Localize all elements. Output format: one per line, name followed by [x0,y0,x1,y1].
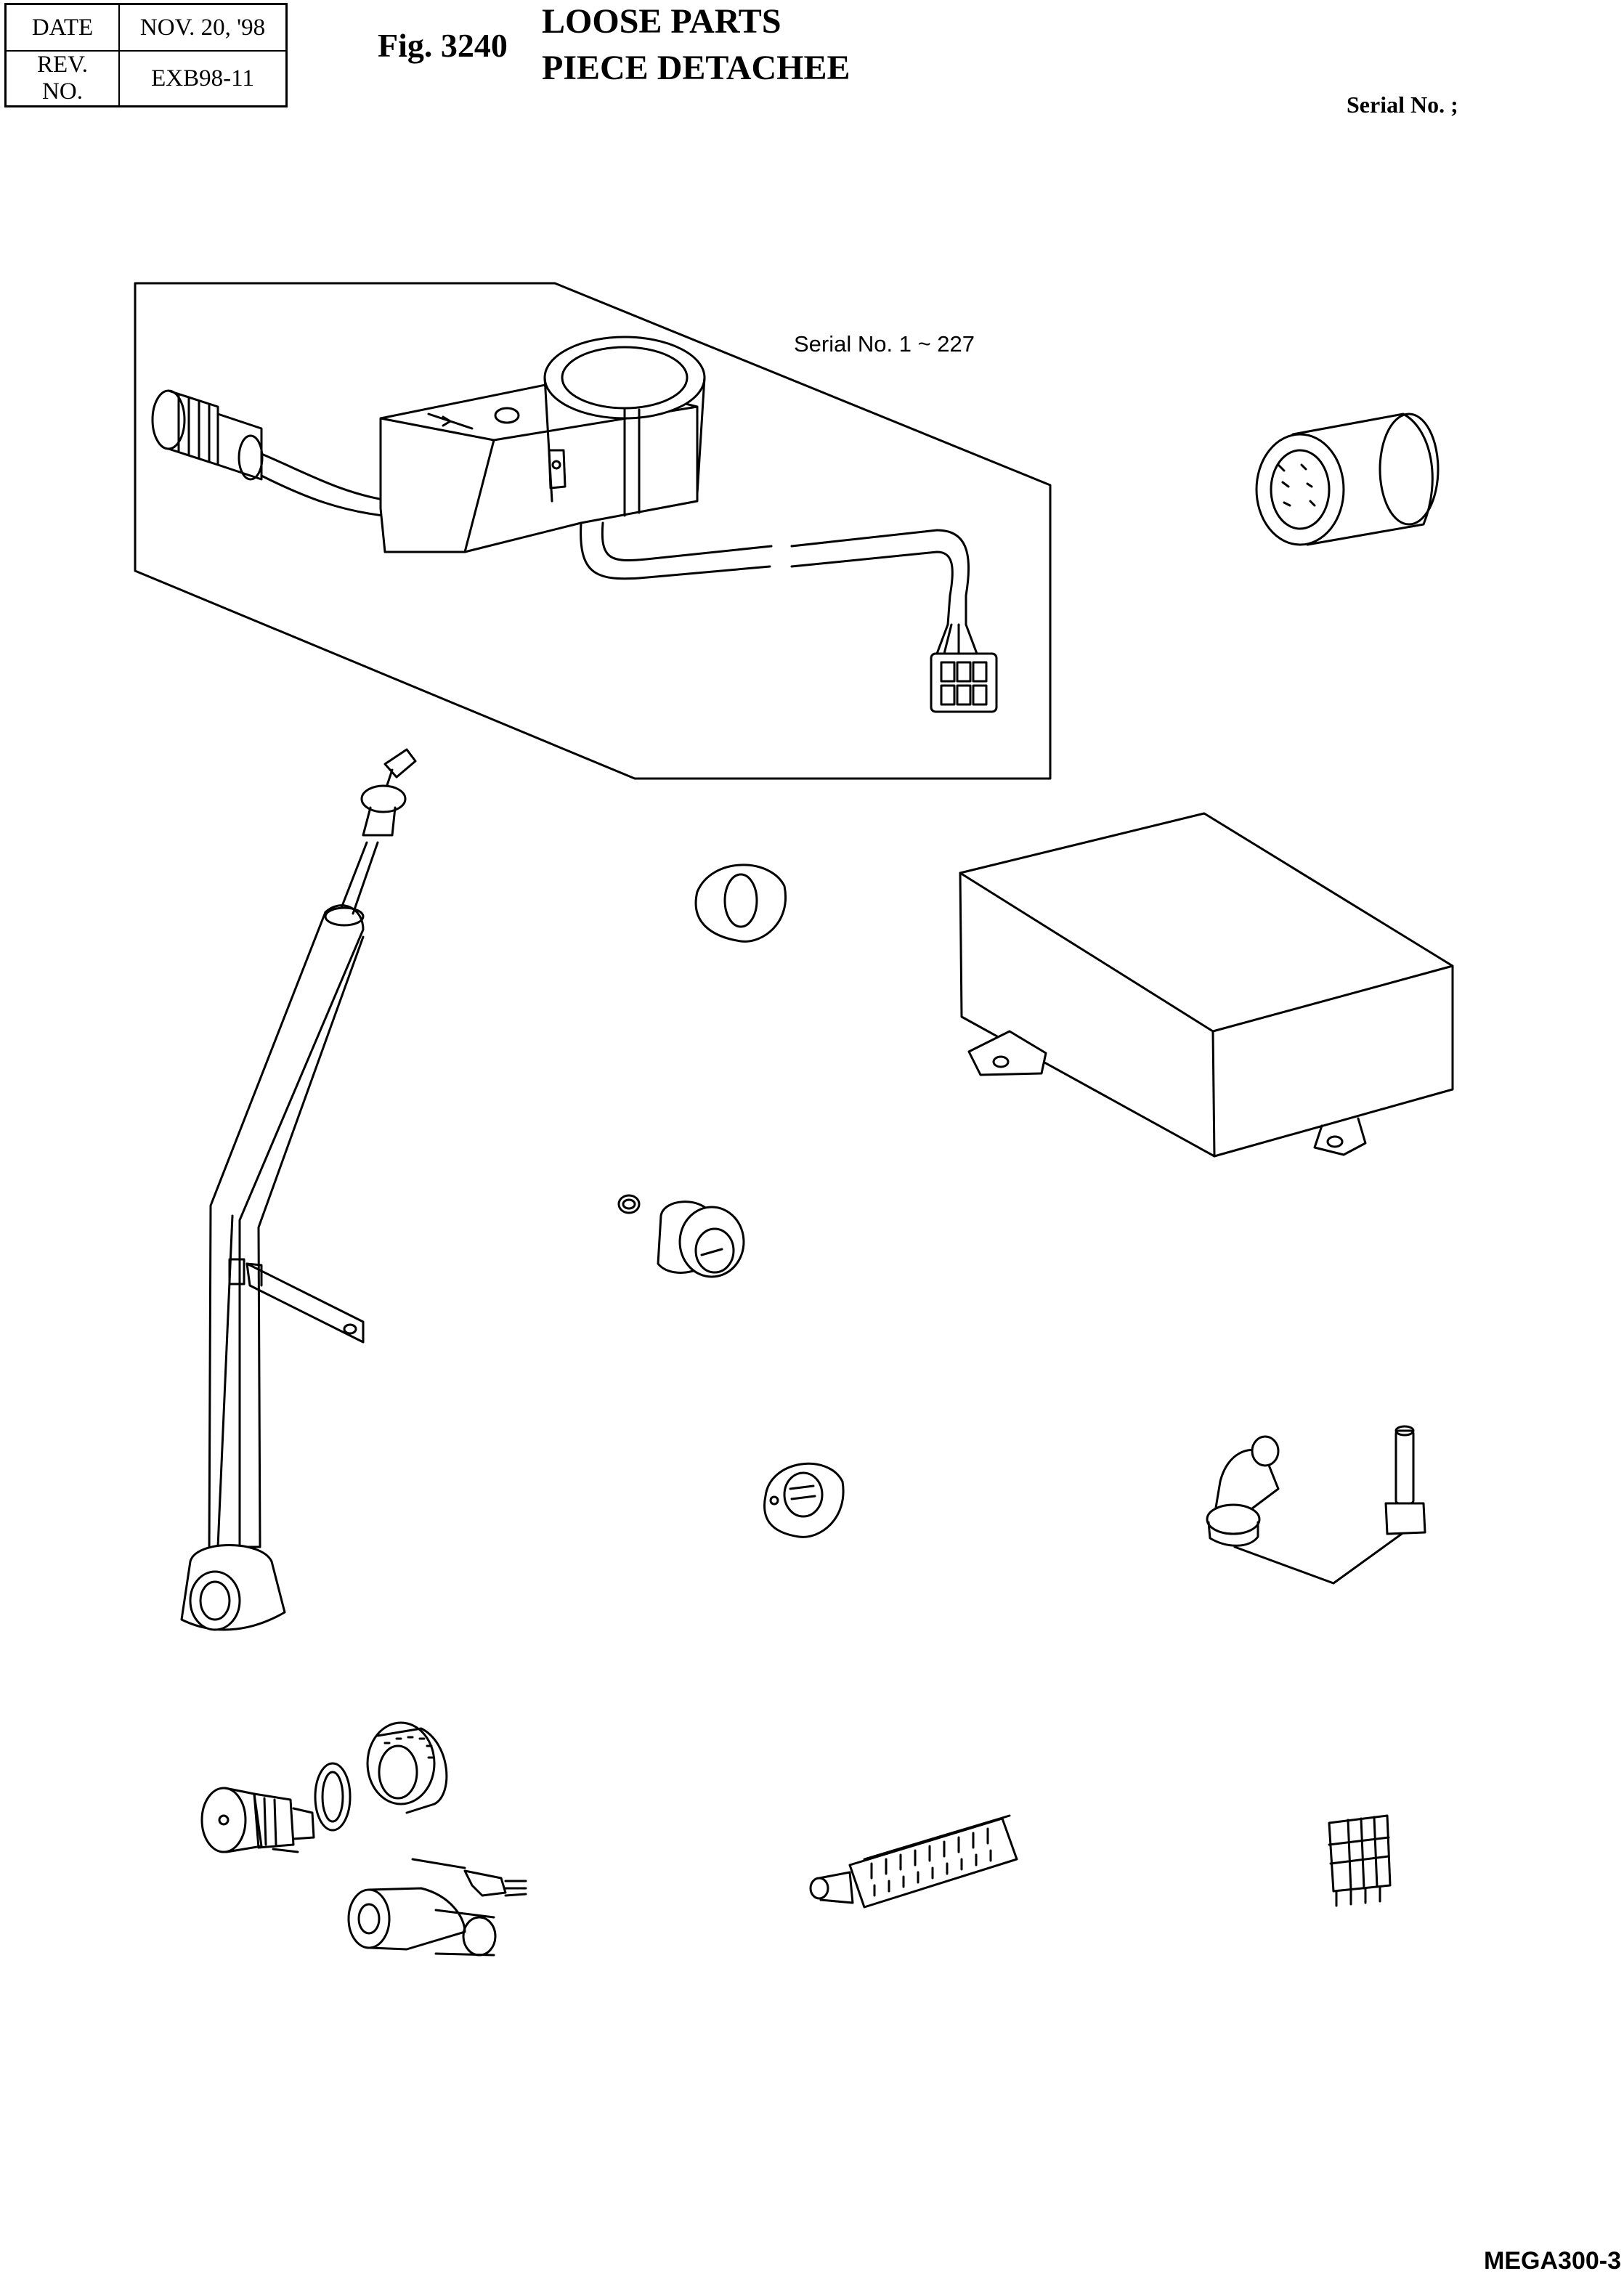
pin-sensor-icon [1386,1426,1425,1534]
date-value: NOV. 20, '98 [118,3,288,52]
flange-gasket-icon [765,1463,844,1537]
serial-label: Serial No. ; [1347,92,1458,118]
leader-line [1235,1534,1402,1583]
title-english: LOOSE PARTS [542,2,781,41]
rev-label: REV. NO. [4,50,120,107]
gasket-icon [696,865,786,941]
control-box-icon [960,813,1453,1156]
bushing-icon [1256,414,1438,545]
rev-value: EXB98-11 [118,50,288,107]
detail-frame [135,283,1050,779]
revision-table: DATE NOV. 20, '98 REV. NO. EXB98-11 [4,3,288,107]
gauge-tube-icon [182,749,415,1630]
terminal-block-icon [811,1816,1017,1907]
connector-kit-icon [202,1723,526,1955]
figure-number: Fig. 3240 [378,27,508,64]
elbow-fitting-icon [1207,1437,1278,1545]
joystick-switch-icon [153,337,996,712]
small-connector-icon [1329,1816,1390,1906]
serial-range-label: Serial No. 1 ~ 227 [794,331,975,357]
sensor-plug-icon [619,1195,744,1277]
date-label: DATE [4,3,120,52]
title-french: PIECE DETACHEE [542,49,850,87]
page-code: MEGA300-3 [1484,2247,1621,2275]
